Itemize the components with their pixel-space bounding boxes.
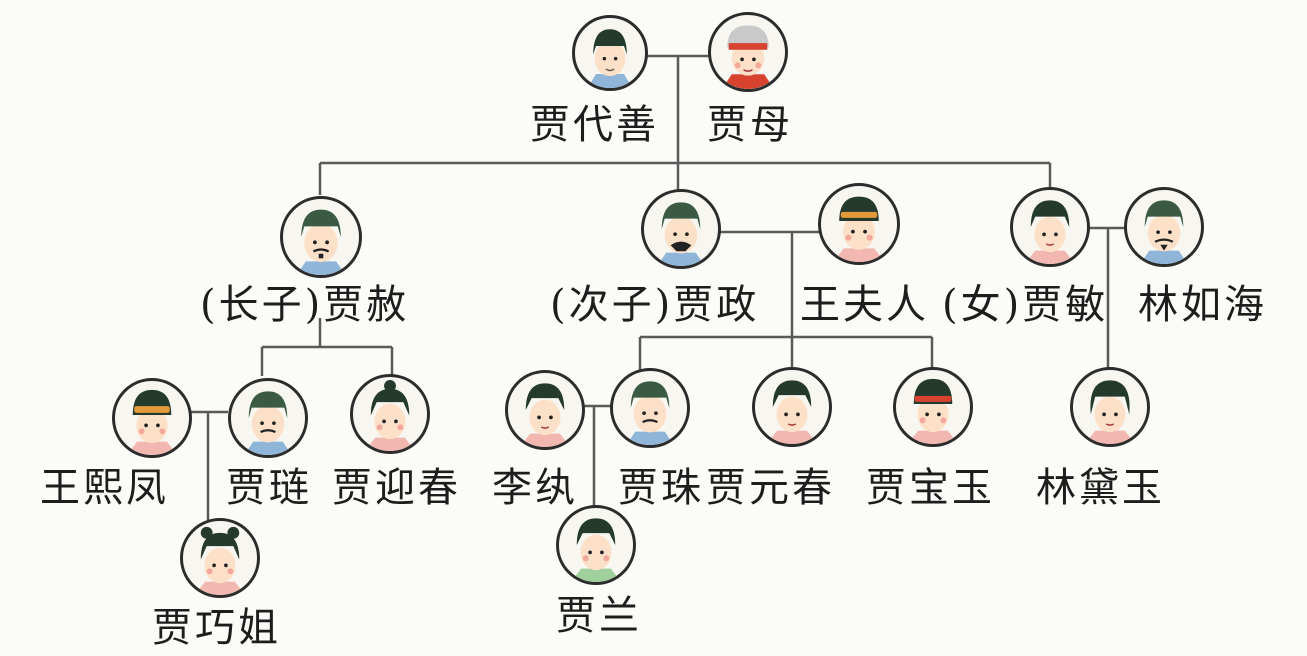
wang-xifeng-avatar <box>112 378 192 458</box>
woman-avatar-icon <box>508 373 582 447</box>
jia-min-name: (女)贾敏 <box>942 283 1108 327</box>
jia-daishan-avatar <box>572 15 648 91</box>
male-child-avatar-icon <box>559 508 633 582</box>
jia-lian-name: 贾琏 <box>226 466 312 510</box>
jia-baoyu-avatar <box>893 367 973 447</box>
male-cap-avatar-icon <box>231 381 305 455</box>
lin-daiyu-name: 林黛玉 <box>1036 466 1165 510</box>
lin-daiyu-avatar <box>1070 367 1150 447</box>
male-child-avatar-icon <box>896 370 970 444</box>
jia-she-avatar <box>280 196 362 278</box>
jia-min-avatar <box>1010 187 1090 267</box>
jia-lan-avatar <box>556 505 636 585</box>
lin-ruhai-name: 林如海 <box>1138 283 1267 327</box>
jia-mu-avatar <box>708 12 788 92</box>
elder-woman-avatar-icon <box>711 15 785 89</box>
lady-wang-avatar <box>818 183 900 265</box>
jia-zhu-name: 贾珠 <box>618 466 704 510</box>
woman-avatar-icon <box>1013 190 1087 264</box>
girl-avatar-icon <box>183 521 257 595</box>
jia-yuanchun-avatar <box>752 367 832 447</box>
woman-avatar-icon <box>821 186 897 262</box>
male-cap-avatar-icon <box>283 199 359 275</box>
jia-mu-name: 贾母 <box>707 103 793 147</box>
male-cap-avatar-icon <box>1127 190 1201 264</box>
jia-zheng-name: (次子)贾政 <box>550 283 759 327</box>
li-wan-avatar <box>505 370 585 450</box>
jia-lian-avatar <box>228 378 308 458</box>
woman-avatar-icon <box>1073 370 1147 444</box>
jia-yingchun-avatar <box>350 374 430 454</box>
jia-qiaojie-avatar <box>180 518 260 598</box>
male-cap-avatar-icon <box>644 192 718 266</box>
jia-lan-name: 贾兰 <box>556 594 642 638</box>
jia-yingchun-name: 贾迎春 <box>332 466 461 510</box>
jia-zheng-avatar <box>641 189 721 269</box>
jia-zhu-avatar <box>610 368 690 448</box>
jia-yuanchun-name: 贾元春 <box>706 466 835 510</box>
jia-she-name: (长子)贾赦 <box>200 283 409 327</box>
jia-daishan-name: 贾代善 <box>530 103 659 147</box>
male-cap-avatar-icon <box>613 371 687 445</box>
lin-ruhai-avatar <box>1124 187 1204 267</box>
male-cap-avatar-icon <box>575 18 645 88</box>
lady-wang-name: 王夫人 <box>800 283 929 327</box>
woman-avatar-icon <box>755 370 829 444</box>
li-wan-name: 李纨 <box>492 466 578 510</box>
jia-qiaojie-name: 贾巧姐 <box>152 606 281 650</box>
woman-avatar-icon <box>115 381 189 455</box>
woman-avatar-icon <box>353 377 427 451</box>
jia-baoyu-name: 贾宝玉 <box>866 466 995 510</box>
wang-xifeng-name: 王熙凤 <box>40 466 169 510</box>
